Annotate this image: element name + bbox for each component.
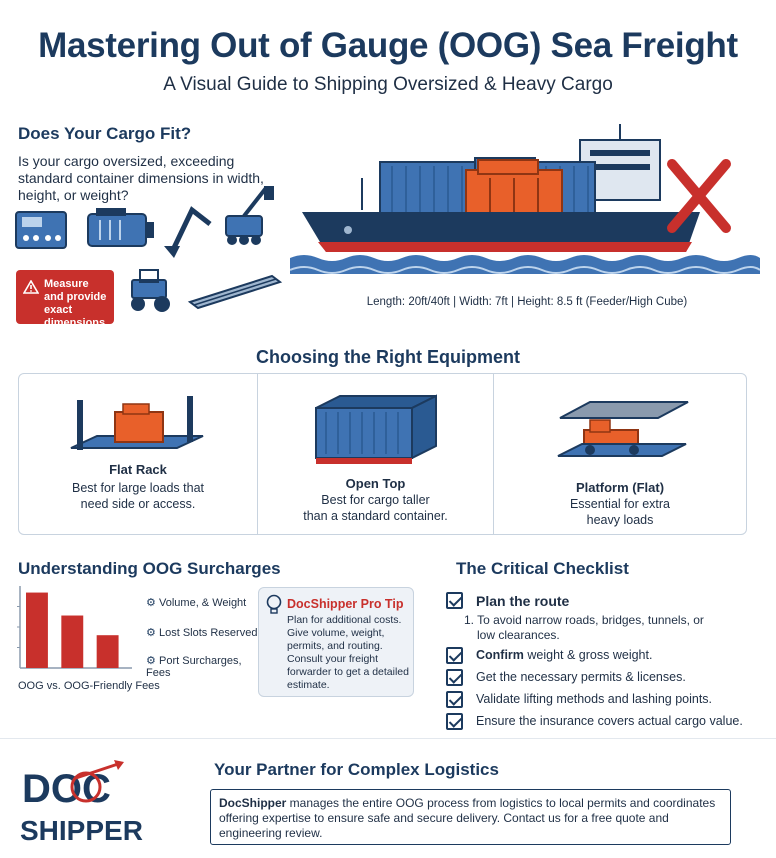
- ship-dimensions: Length: 20ft/40ft | Width: 7ft | Height:…: [366, 296, 688, 308]
- platform-icon: [557, 401, 689, 457]
- equipment-desc: Essential for extra: [569, 497, 671, 511]
- partner-description: DocShipper manages the entire OOG proces…: [210, 789, 731, 845]
- equipment-name: Platform (Flat): [575, 480, 665, 495]
- cargo-icons: [15, 186, 283, 312]
- gear-icon: ⚙: [146, 655, 156, 667]
- logo-top-text: DOC: [22, 767, 111, 811]
- gear-icon: ⚙: [146, 627, 156, 639]
- checkbox-icon: [446, 713, 463, 730]
- equipment-flat-rack: Flat Rack Best for large loads that need…: [19, 374, 257, 534]
- gear-icon: ⚙: [146, 597, 156, 609]
- fit-text: Is your cargo oversized, exceeding stand…: [18, 153, 264, 203]
- surcharges-caption: OOG vs. OOG-Friendly Fees: [18, 680, 160, 692]
- equipment-platform: Platform (Flat) Essential for extra heav…: [493, 374, 746, 534]
- equipment-heading: Choosing the Right Equipment: [256, 347, 520, 367]
- crane-icon: [225, 186, 274, 245]
- checkbox-icon: [446, 669, 463, 686]
- logo-bottom-text: SHIPPER: [20, 815, 143, 846]
- surcharges-bar-chart: [17, 586, 132, 669]
- checklist-subnote: 1. To avoid narrow roads, bridges, tunne…: [464, 613, 704, 642]
- partner-heading: Your Partner for Complex Logistics: [214, 760, 499, 779]
- fit-heading: Does Your Cargo Fit?: [18, 124, 192, 143]
- not-fit-x-icon: [667, 159, 731, 233]
- equipment-desc: Best for cargo taller: [321, 493, 430, 507]
- page-subtitle: A Visual Guide to Shipping Oversized & H…: [163, 74, 613, 95]
- steel-beam-icon: [187, 274, 283, 310]
- equipment-desc: need side or access.: [80, 497, 196, 511]
- chart-bar: [61, 615, 84, 668]
- equipment-name: Flat Rack: [109, 462, 167, 477]
- equipment-name: Open Top: [345, 476, 406, 491]
- equipment-desc: than a standard container.: [303, 509, 448, 523]
- flat-rack-icon: [70, 396, 204, 450]
- equipment-desc: heavy loads: [586, 513, 654, 527]
- surcharge-item: ⚙Volume, & Weight: [146, 597, 247, 609]
- measure-warning-badge: Measure and provide exact dimensions.: [16, 270, 114, 329]
- lightbulb-icon: [266, 594, 282, 614]
- open-top-container-icon: [315, 394, 437, 464]
- engine-icon: [87, 208, 154, 247]
- partner-body: manages the entire OOG process from logi…: [219, 796, 716, 840]
- equipment-desc: Best for large loads that: [71, 481, 205, 495]
- checkbox-icon: [446, 691, 463, 708]
- surcharges-heading: Understanding OOG Surcharges: [18, 559, 281, 578]
- cargo-ship-illustration: [290, 124, 760, 274]
- airplane-icon: [114, 760, 124, 770]
- tractor-icon: [131, 269, 170, 312]
- excavator-arm-icon: [164, 206, 212, 258]
- checklist-heading: The Critical Checklist: [456, 559, 629, 578]
- equipment-open-top: Open Top Best for cargo taller than a st…: [257, 374, 493, 534]
- pro-tip-box: DocShipper Pro Tip Plan for additional c…: [258, 587, 414, 697]
- checkbox-icon: [446, 647, 463, 664]
- section-divider: [0, 738, 776, 739]
- surcharge-item: ⚙Lost Slots Reserved: [146, 627, 258, 639]
- chart-bar: [96, 635, 119, 668]
- pro-tip-body: Plan for additional costs. Give volume, …: [287, 614, 409, 691]
- pro-tip-title: DocShipper Pro Tip: [287, 597, 404, 611]
- chart-bar: [26, 592, 48, 668]
- page-title: Mastering Out of Gauge (OOG) Sea Freight: [38, 26, 738, 65]
- equipment-panel: Flat Rack Best for large loads that need…: [18, 373, 747, 535]
- warning-icon: [23, 280, 39, 294]
- control-panel-icon: [15, 211, 67, 249]
- surcharge-item: ⚙Port Surcharges, Fees: [146, 655, 242, 679]
- docshipper-logo: DOC SHIPPER: [20, 760, 143, 846]
- checkbox-icon: [446, 592, 463, 609]
- partner-brand: DocShipper: [219, 796, 287, 810]
- measure-warning-text: Measure and provide exact dimensions.: [44, 278, 109, 329]
